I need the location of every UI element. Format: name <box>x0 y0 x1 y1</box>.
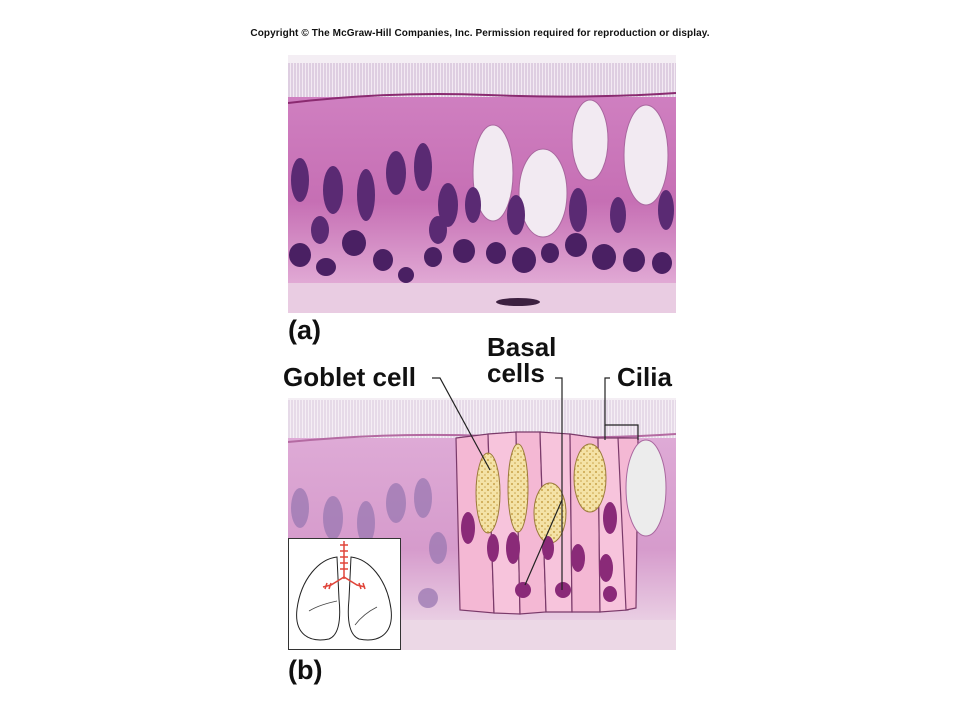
goblet-cell-label: Goblet cell <box>283 362 416 392</box>
lung-location-inset <box>288 538 401 650</box>
lungs-icon <box>296 541 392 641</box>
cilia-label: Cilia <box>617 362 672 392</box>
panel-b-label: (b) <box>288 655 323 685</box>
goblet-leader-line <box>432 377 491 471</box>
basal-leader-line-1 <box>555 377 563 590</box>
micrograph-panel-a <box>288 55 676 313</box>
panel-a-label: (a) <box>288 315 321 345</box>
micrograph-a-image <box>288 55 676 313</box>
micrograph-b-image <box>288 398 676 650</box>
basal-cells-label: Basal cells <box>487 334 556 386</box>
basal-cells-label-line2: cells <box>487 358 545 388</box>
basal-leader-line-2 <box>524 499 563 586</box>
copyright-notice: Copyright © The McGraw-Hill Companies, I… <box>250 28 710 39</box>
micrograph-panel-b <box>288 398 676 650</box>
basal-cells-label-line1: Basal <box>487 332 557 362</box>
